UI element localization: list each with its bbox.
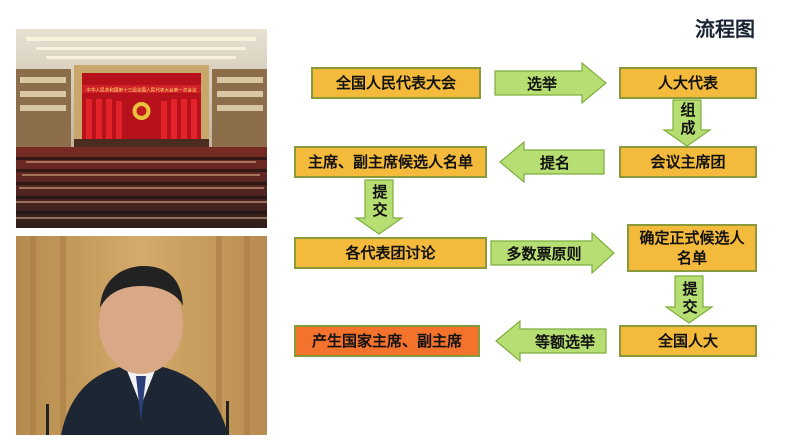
arrow-form	[662, 99, 712, 147]
edge-label-submit-1: 提交	[372, 183, 388, 219]
edge-label-submit-2: 提交	[682, 280, 698, 316]
portrait-photo	[16, 236, 267, 435]
arrow-submit-1	[354, 179, 404, 235]
node-delegation-discussion: 各代表团讨论	[294, 237, 487, 269]
node-candidate-list: 主席、副主席候选人名单	[294, 146, 487, 178]
page-title: 流程图	[695, 17, 755, 41]
arrow-submit-2	[664, 275, 714, 324]
arrow-elect	[494, 61, 607, 105]
node-formal-candidates: 确定正式候选人名单	[627, 224, 757, 272]
node-npc: 全国人民代表大会	[311, 67, 481, 99]
hall-banner-text: 中华人民共和国第十三届全国人民代表大会第一次会议	[86, 87, 197, 94]
arrow-equal-election	[495, 319, 607, 363]
arrow-majority	[490, 231, 615, 275]
great-hall-photo: 中华人民共和国第十三届全国人民代表大会第一次会议	[16, 29, 267, 228]
node-deputies: 人大代表	[619, 67, 757, 99]
node-presidium: 会议主席团	[619, 146, 757, 178]
node-full-npc: 全国人大	[619, 325, 757, 357]
node-result: 产生国家主席、副主席	[294, 325, 480, 357]
edge-label-form: 组成	[680, 101, 696, 137]
arrow-nominate	[499, 140, 605, 184]
